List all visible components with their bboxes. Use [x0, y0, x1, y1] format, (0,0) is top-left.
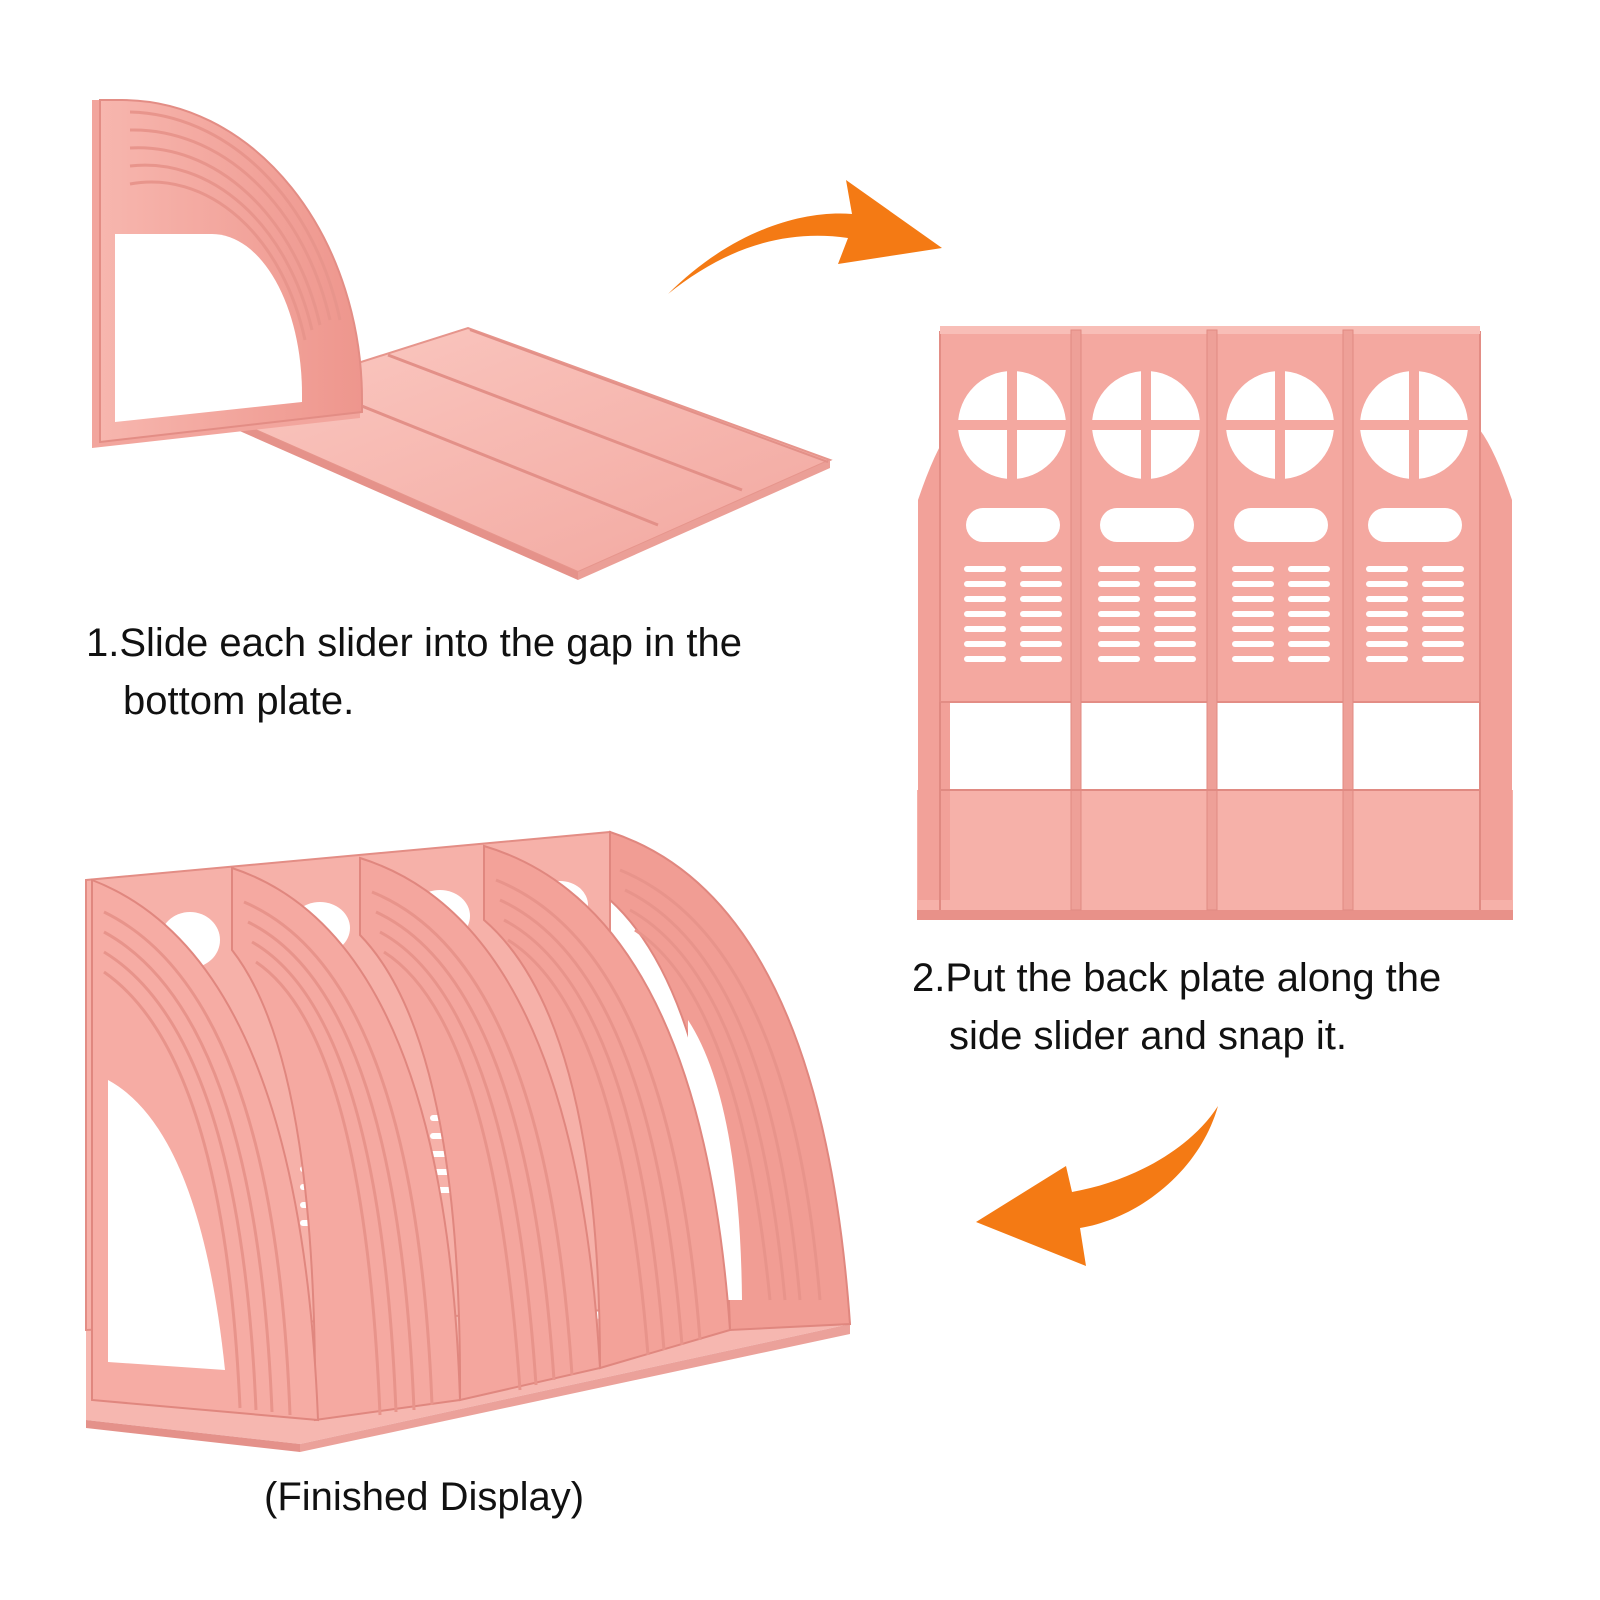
- step1-line1: Slide each slider into the gap in the: [119, 621, 742, 665]
- step1-line2: bottom plate.: [123, 679, 355, 723]
- side-panel: [92, 99, 363, 448]
- step2-instruction: 2.Put the back plate along the side slid…: [912, 949, 1441, 1065]
- divider-panel: [609, 830, 852, 1332]
- step1-instruction: 1.Slide each slider into the gap in the …: [86, 614, 742, 730]
- step2-number: 2.: [912, 956, 946, 1000]
- back-plate-column: [1359, 370, 1469, 662]
- back-plate-column: [1091, 370, 1201, 662]
- finished-display-label: (Finished Display): [264, 1475, 585, 1519]
- step2-line2: side slider and snap it.: [949, 1014, 1348, 1058]
- back-plate-column: [957, 370, 1067, 662]
- bottom-plate: [207, 326, 833, 580]
- step2-line1: Put the back plate along the: [945, 956, 1442, 1000]
- curved-arrow-left-icon: [976, 1106, 1218, 1266]
- step1-product-image: [92, 99, 833, 580]
- step2-product-image: [917, 326, 1513, 920]
- step1-number: 1.: [86, 621, 120, 665]
- divider-panel: [91, 878, 320, 1422]
- divider-panel: [483, 844, 732, 1370]
- divider-panel: [359, 856, 602, 1402]
- divider-panel: [231, 866, 462, 1422]
- finished-product-image: [85, 830, 852, 1452]
- curved-arrow-right-icon: [668, 180, 942, 294]
- back-plate-column: [1225, 370, 1335, 662]
